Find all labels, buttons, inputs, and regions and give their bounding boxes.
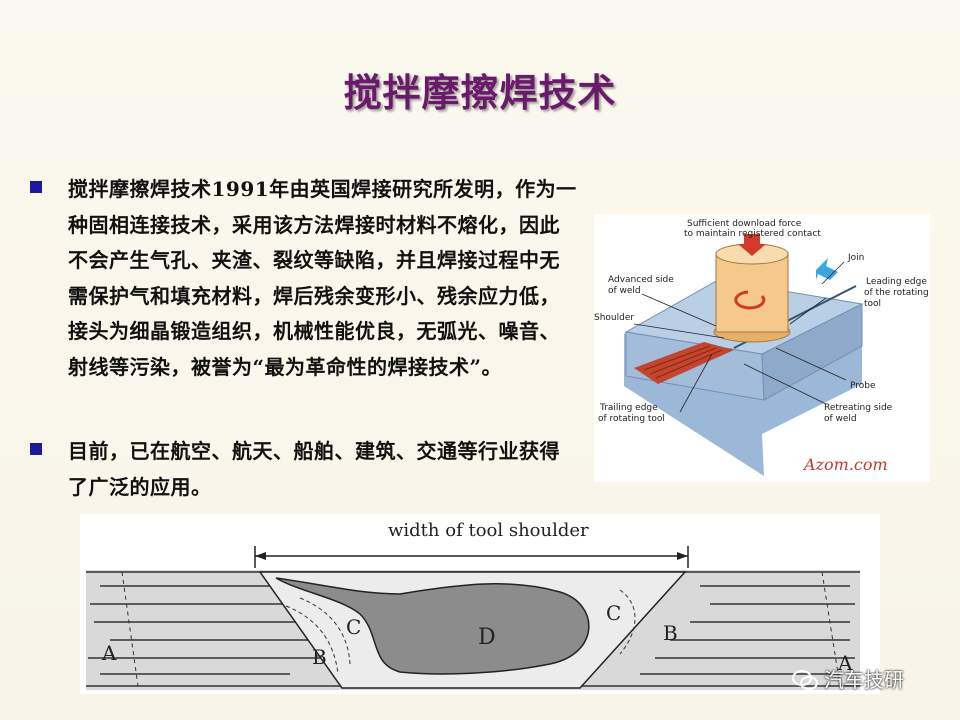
bullet-text: 搅拌摩擦焊技术1991年由英国焊接研究所发明，作为一种固相连接技术，采用该方法焊… bbox=[68, 177, 577, 379]
label-advanced-1: Advanced side bbox=[608, 275, 674, 285]
label-force-1: Sufficient download force bbox=[687, 219, 802, 229]
bullet-square-icon bbox=[30, 181, 42, 193]
zone-label-c-left: C bbox=[346, 615, 361, 639]
label-leading-1: Leading edge bbox=[866, 277, 927, 287]
label-trailing-2: of rotating tool bbox=[598, 414, 665, 424]
zone-label-b-left: B bbox=[312, 645, 327, 669]
label-force-2: to maintain registered contact bbox=[684, 229, 821, 239]
zone-label-b-right: B bbox=[663, 621, 678, 645]
label-leading-2: of the rotating bbox=[864, 288, 929, 298]
slide-title: 搅拌摩擦焊技术 bbox=[343, 71, 617, 115]
azom-logo: Azom.com bbox=[802, 455, 888, 474]
wechat-icon bbox=[792, 669, 818, 691]
watermark-text: 汽车技研 bbox=[824, 668, 904, 692]
rotating-tool bbox=[715, 253, 789, 333]
travel-arrow-icon bbox=[816, 258, 838, 280]
zone-label-d: D bbox=[478, 625, 496, 650]
label-leading-3: tool bbox=[864, 299, 881, 309]
label-shoulder: Shoulder bbox=[594, 313, 634, 323]
weld-bead bbox=[634, 342, 734, 384]
weld-cross-section-diagram: width of tool shoulder A B bbox=[80, 514, 880, 694]
bullet-item: 搅拌摩擦焊技术1991年由英国焊接研究所发明，作为一种固相连接技术，采用该方法焊… bbox=[30, 172, 580, 385]
dimension-label: width of tool shoulder bbox=[388, 520, 589, 541]
label-probe: Probe bbox=[850, 381, 876, 391]
bullet-text: 目前，已在航空、航天、船舶、建筑、交通等行业获得了广泛的应用。 bbox=[68, 439, 560, 499]
bullet-square-icon bbox=[30, 443, 42, 455]
zone-label-a-right: A bbox=[837, 651, 853, 675]
watermark: 汽车技研 bbox=[792, 664, 942, 694]
plate-side bbox=[761, 303, 863, 401]
bullet-item: 目前，已在航空、航天、船舶、建筑、交通等行业获得了广泛的应用。 bbox=[30, 434, 580, 505]
nugget-zone bbox=[275, 577, 590, 675]
zone-label-c-right: C bbox=[606, 601, 621, 625]
rotation-arrow-icon bbox=[734, 290, 766, 310]
force-arrow-icon bbox=[738, 234, 766, 256]
label-retreating-1: Retreating side bbox=[824, 403, 893, 413]
label-trailing-1: Trailing edge bbox=[599, 403, 658, 413]
zone-label-a-left: A bbox=[101, 641, 117, 665]
label-join: Join bbox=[847, 253, 864, 263]
fsw-process-diagram: Sufficient download force to maintain re… bbox=[594, 214, 930, 482]
label-retreating-2: of weld bbox=[824, 414, 857, 424]
label-advanced-2: of weld bbox=[608, 286, 641, 296]
